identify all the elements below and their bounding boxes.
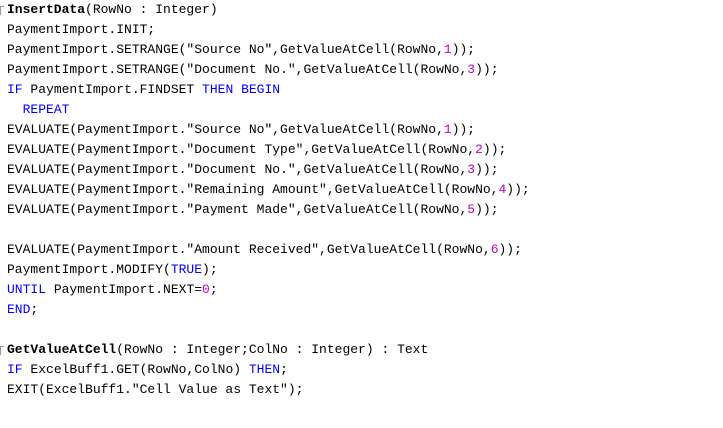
code-token: EVALUATE(PaymentImport."Remaining Amount… — [7, 182, 499, 197]
code-line-10[interactable]: EVALUATE(PaymentImport."Remaining Amount… — [7, 180, 530, 200]
code-token: THEN — [202, 82, 234, 97]
code-token — [7, 102, 23, 117]
collapse-marker-icon[interactable] — [0, 6, 4, 15]
code-token: 1 — [443, 42, 452, 57]
code-token: EVALUATE(PaymentImport."Source No",GetVa… — [7, 122, 444, 137]
code-token: )); — [475, 202, 499, 217]
code-token: 3 — [467, 162, 476, 177]
code-token: GetValueAtCell — [7, 342, 117, 357]
code-token: EVALUATE(PaymentImport."Document Type",G… — [7, 142, 476, 157]
code-token: EVALUATE(PaymentImport."Payment Made",Ge… — [7, 202, 468, 217]
code-token: 4 — [498, 182, 507, 197]
code-token: 5 — [467, 202, 476, 217]
code-token: ExcelBuff1.GET(RowNo,ColNo) — [22, 362, 249, 377]
code-token: UNTIL — [7, 282, 47, 297]
code-token: PaymentImport.SETRANGE("Document No.",Ge… — [7, 62, 468, 77]
code-token: PaymentImport.FINDSET — [22, 82, 203, 97]
code-line-20[interactable]: EXIT(ExcelBuff1."Cell Value as Text"); — [7, 380, 303, 400]
code-token: )); — [451, 122, 476, 137]
code-token: (RowNo : Integer;ColNo : Integer) : Text — [116, 342, 429, 357]
code-token: )); — [498, 242, 522, 257]
code-line-9[interactable]: EVALUATE(PaymentImport."Document No.",Ge… — [7, 160, 499, 180]
code-line-6[interactable]: REPEAT — [7, 100, 70, 120]
code-token — [233, 82, 241, 97]
code-token: )); — [475, 62, 499, 77]
code-token: EVALUATE(PaymentImport."Amount Received"… — [7, 242, 491, 257]
code-token: IF — [7, 362, 23, 377]
code-token: 3 — [467, 62, 476, 77]
code-token: ; — [30, 302, 39, 317]
code-line-3[interactable]: PaymentImport.SETRANGE("Source No",GetVa… — [7, 40, 475, 60]
code-token: IF — [7, 82, 23, 97]
code-line-13[interactable]: EVALUATE(PaymentImport."Amount Received"… — [7, 240, 522, 260]
code-token: )); — [506, 182, 530, 197]
code-line-7[interactable]: EVALUATE(PaymentImport."Source No",GetVa… — [7, 120, 475, 140]
code-token: PaymentImport.NEXT= — [46, 282, 203, 297]
code-token: BEGIN — [241, 82, 281, 97]
code-line-5[interactable]: IF PaymentImport.FINDSET THEN BEGIN — [7, 80, 280, 100]
code-token: EVALUATE(PaymentImport."Document No.",Ge… — [7, 162, 468, 177]
code-line-19[interactable]: IF ExcelBuff1.GET(RowNo,ColNo) THEN; — [7, 360, 288, 380]
code-token: ; — [209, 282, 218, 297]
code-line-2[interactable]: PaymentImport.INIT; — [7, 20, 155, 40]
code-token: 0 — [202, 282, 210, 297]
code-token: END — [7, 302, 31, 317]
code-token: 2 — [475, 142, 483, 157]
code-line-15[interactable]: UNTIL PaymentImport.NEXT=0; — [7, 280, 218, 300]
code-line-1[interactable]: InsertData(RowNo : Integer) — [7, 0, 218, 20]
code-line-18[interactable]: GetValueAtCell(RowNo : Integer;ColNo : I… — [7, 340, 428, 360]
code-token: ); — [202, 262, 218, 277]
code-token: 6 — [490, 242, 499, 257]
code-token: REPEAT — [22, 102, 70, 117]
code-token: )); — [482, 142, 507, 157]
code-token: THEN — [248, 362, 281, 377]
code-token: EXIT(ExcelBuff1."Cell Value as Text"); — [7, 382, 304, 397]
code-token: PaymentImport.INIT; — [7, 22, 156, 37]
code-line-14[interactable]: PaymentImport.MODIFY(TRUE); — [7, 260, 218, 280]
code-line-16[interactable]: END; — [7, 300, 38, 320]
code-token: TRUE — [170, 262, 203, 277]
code-token: ; — [280, 362, 288, 377]
code-token: PaymentImport.MODIFY( — [7, 262, 171, 277]
code-token: )); — [451, 42, 476, 57]
code-token: InsertData — [7, 2, 86, 17]
code-token: PaymentImport.SETRANGE("Source No",GetVa… — [7, 42, 444, 57]
code-line-11[interactable]: EVALUATE(PaymentImport."Payment Made",Ge… — [7, 200, 499, 220]
code-token: )); — [475, 162, 499, 177]
code-line-4[interactable]: PaymentImport.SETRANGE("Document No.",Ge… — [7, 60, 499, 80]
collapse-marker-icon[interactable] — [0, 346, 4, 355]
code-token: (RowNo : Integer) — [85, 2, 218, 17]
code-line-8[interactable]: EVALUATE(PaymentImport."Document Type",G… — [7, 140, 506, 160]
code-token: 1 — [443, 122, 452, 137]
